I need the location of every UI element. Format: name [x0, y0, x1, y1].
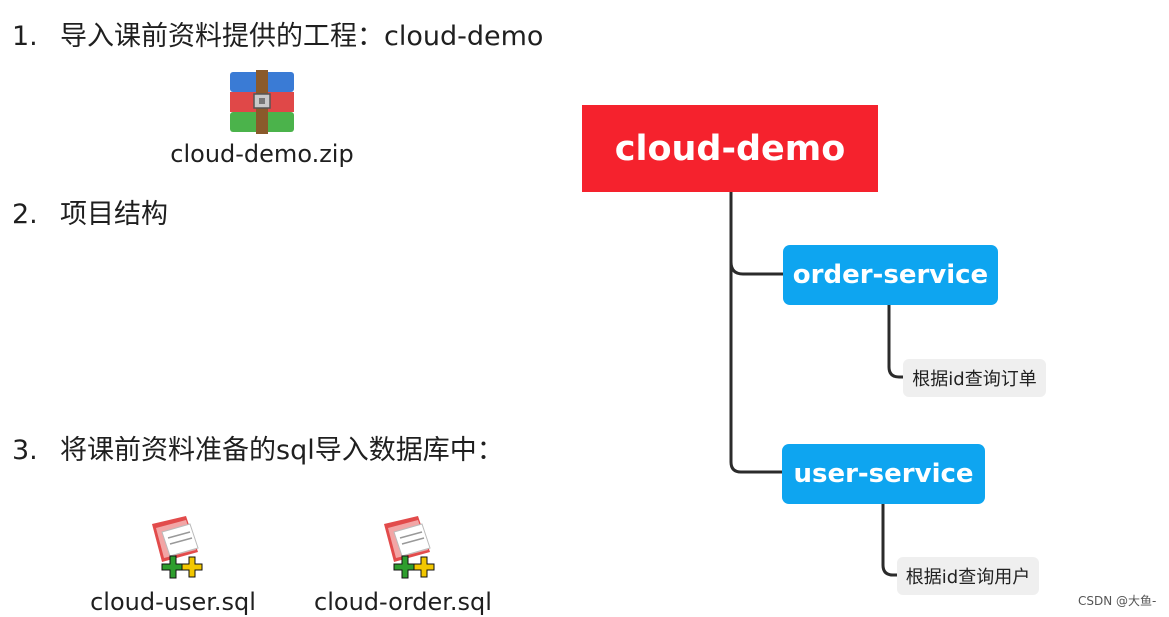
sql-user-file-label: cloud-user.sql [90, 588, 256, 616]
connector-root-to-user-service [729, 190, 786, 474]
step-3: 3. 将课前资料准备的sql导入数据库中： [12, 434, 504, 468]
step-1-text: 导入课前资料提供的工程：cloud-demo [60, 21, 544, 52]
step-2: 2. 项目结构 [12, 198, 168, 232]
step-3-number: 3. [12, 435, 38, 466]
service-node-label: order-service [792, 260, 989, 290]
sql-file-icon [370, 514, 440, 584]
step-2-number: 2. [12, 199, 38, 230]
connector-root-to-order-service [729, 260, 786, 276]
root-node-label: cloud-demo [614, 128, 846, 169]
step-3-text: 将课前资料准备的sql导入数据库中： [60, 435, 504, 466]
service-node-label: user-service [793, 459, 974, 489]
step-1-number: 1. [12, 21, 38, 52]
sql-order-file-label: cloud-order.sql [314, 588, 492, 616]
service-desc-label: 根据id查询用户 [905, 567, 1031, 588]
connector-order-service-to-desc [887, 303, 906, 379]
service-desc-order: 根据id查询订单 [903, 359, 1046, 397]
service-node-user: user-service [782, 444, 985, 504]
watermark: CSDN @大鱼- [1078, 594, 1157, 608]
service-desc-user: 根据id查询用户 [897, 557, 1039, 595]
service-desc-label: 根据id查询订单 [912, 369, 1037, 390]
root-node: cloud-demo [582, 105, 878, 192]
sql-file-icon [138, 514, 208, 584]
step-2-text: 项目结构 [60, 199, 168, 230]
connector-user-service-to-desc [881, 501, 900, 577]
winrar-archive-icon [229, 70, 295, 134]
service-node-order: order-service [783, 245, 998, 305]
zip-file-label: cloud-demo.zip [170, 140, 354, 168]
step-1: 1. 导入课前资料提供的工程：cloud-demo [12, 20, 543, 54]
